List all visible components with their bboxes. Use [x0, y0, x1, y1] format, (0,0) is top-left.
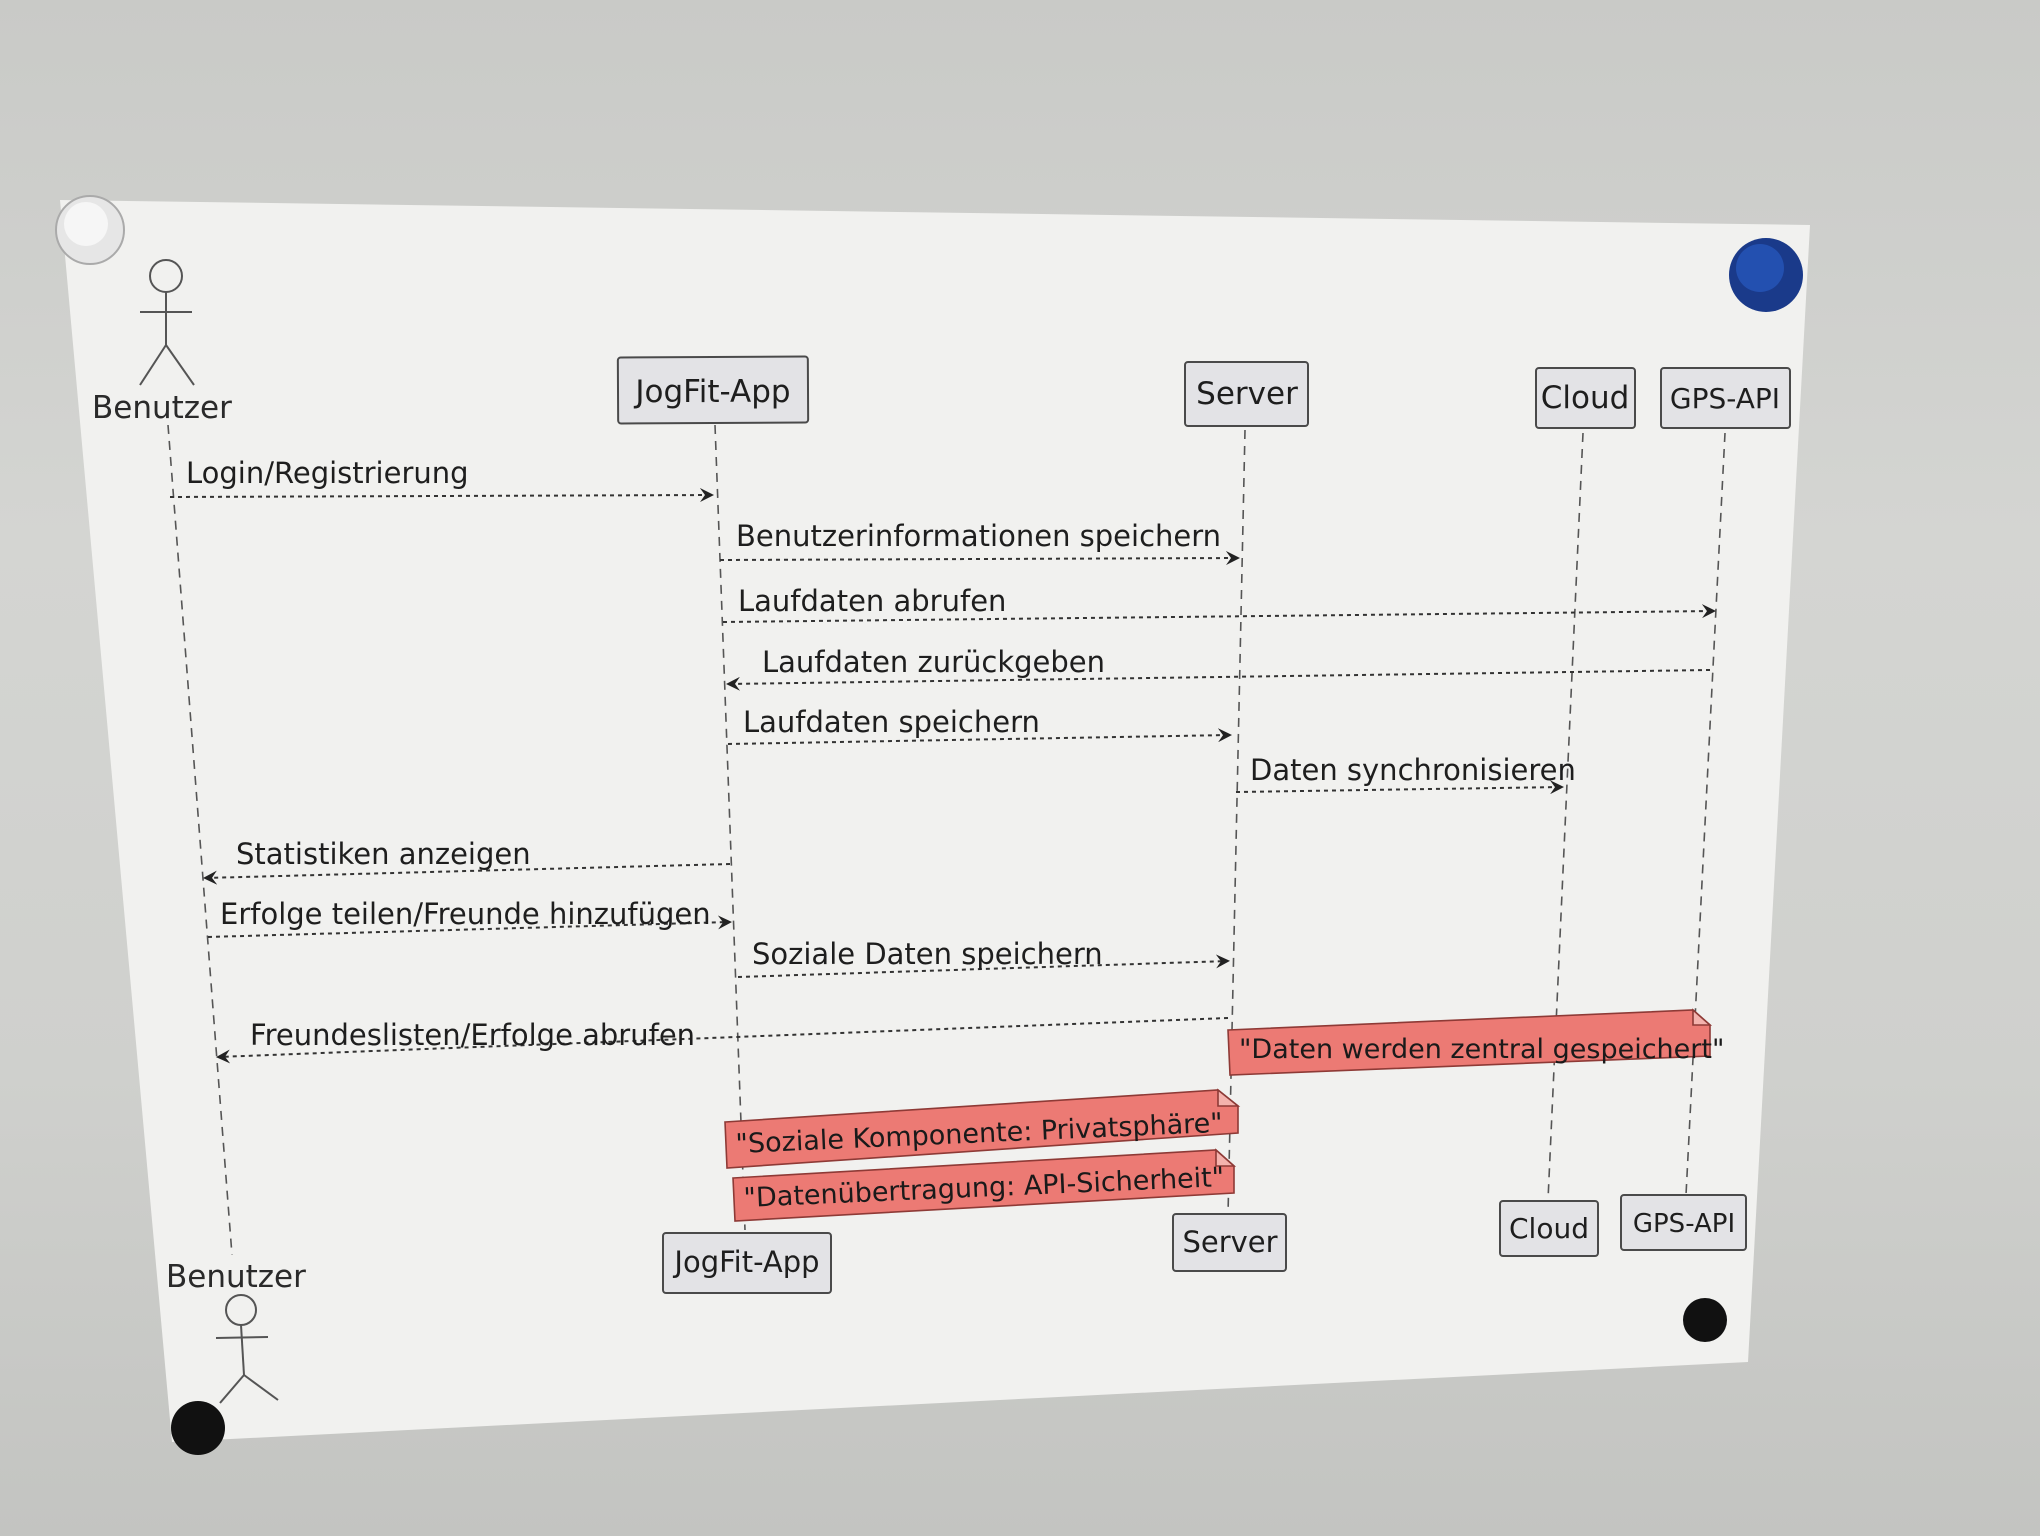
note-central-storage: "Daten werden zentral gespeichert" [1227, 1008, 1724, 1076]
note-central-storage-label: "Daten werden zentral gespeichert" [1239, 1034, 1724, 1065]
magnet-blue-icon [1729, 238, 1803, 312]
message-4: Laufdaten zurückgeben [726, 645, 1711, 691]
participant-bottom-server: Server [1172, 1213, 1287, 1272]
participant-top-server: Server [1184, 361, 1309, 427]
message-9: Soziale Daten speichern [737, 937, 1230, 978]
magnet-white-icon [55, 195, 125, 265]
participant-bottom-cloud-label: Cloud [1509, 1212, 1589, 1245]
actor-top-user: Benutzer [92, 259, 232, 426]
participant-bottom-cloud: Cloud [1499, 1200, 1599, 1257]
participant-top-cloud-label: Cloud [1541, 380, 1630, 416]
message-5: Laufdaten speichern [727, 705, 1232, 745]
message-8-label: Erfolge teilen/Freunde hinzufügen [220, 897, 711, 931]
actor-bottom-user: Benutzer [166, 1259, 306, 1404]
participant-bottom-app: JogFit-App [662, 1232, 832, 1294]
message-6-label: Daten synchronisieren [1250, 753, 1576, 787]
magnet-black-right-icon [1683, 1298, 1727, 1342]
message-8: Erfolge teilen/Freunde hinzufügen [207, 897, 732, 938]
participant-top-cloud: Cloud [1535, 367, 1636, 429]
participant-bottom-server-label: Server [1182, 1225, 1277, 1259]
message-7-label: Statistiken anzeigen [236, 837, 531, 871]
participant-top-gps: GPS-API [1660, 367, 1791, 429]
actor-top-user-label: Benutzer [92, 390, 232, 426]
message-1: Login/Registrierung [169, 456, 714, 503]
magnet-black-left-icon [171, 1401, 225, 1455]
message-2: Benutzerinformationen speichern [719, 519, 1240, 566]
message-10-label: Freundeslisten/Erfolge abrufen [250, 1018, 695, 1052]
message-4-label: Laufdaten zurückgeben [762, 645, 1105, 679]
participant-top-server-label: Server [1196, 376, 1298, 412]
message-10: Freundeslisten/Erfolge abrufen [216, 1017, 1229, 1064]
participant-bottom-gps-label: GPS-API [1633, 1209, 1735, 1239]
message-9-label: Soziale Daten speichern [752, 937, 1103, 971]
participant-top-gps-label: GPS-API [1670, 382, 1780, 415]
message-3: Laufdaten abrufen [722, 584, 1716, 623]
lifeline-server [1227, 429, 1246, 1216]
message-5-label: Laufdaten speichern [743, 705, 1040, 739]
message-1-label: Login/Registrierung [186, 456, 469, 490]
participant-bottom-app-label: JogFit-App [672, 1245, 819, 1279]
message-6: Daten synchronisieren [1235, 753, 1576, 795]
message-2-label: Benutzerinformationen speichern [736, 519, 1221, 553]
actor-bottom-user-label: Benutzer [166, 1259, 306, 1295]
participant-top-app: JogFit-App [616, 355, 810, 425]
message-7: Statistiken anzeigen [203, 837, 731, 885]
participant-bottom-gps: GPS-API [1620, 1194, 1747, 1251]
poster-sheet [60, 200, 1810, 1442]
lifeline-user [167, 424, 233, 1256]
message-3-label: Laufdaten abrufen [738, 584, 1006, 618]
participant-top-app-label: JogFit-App [633, 374, 790, 410]
